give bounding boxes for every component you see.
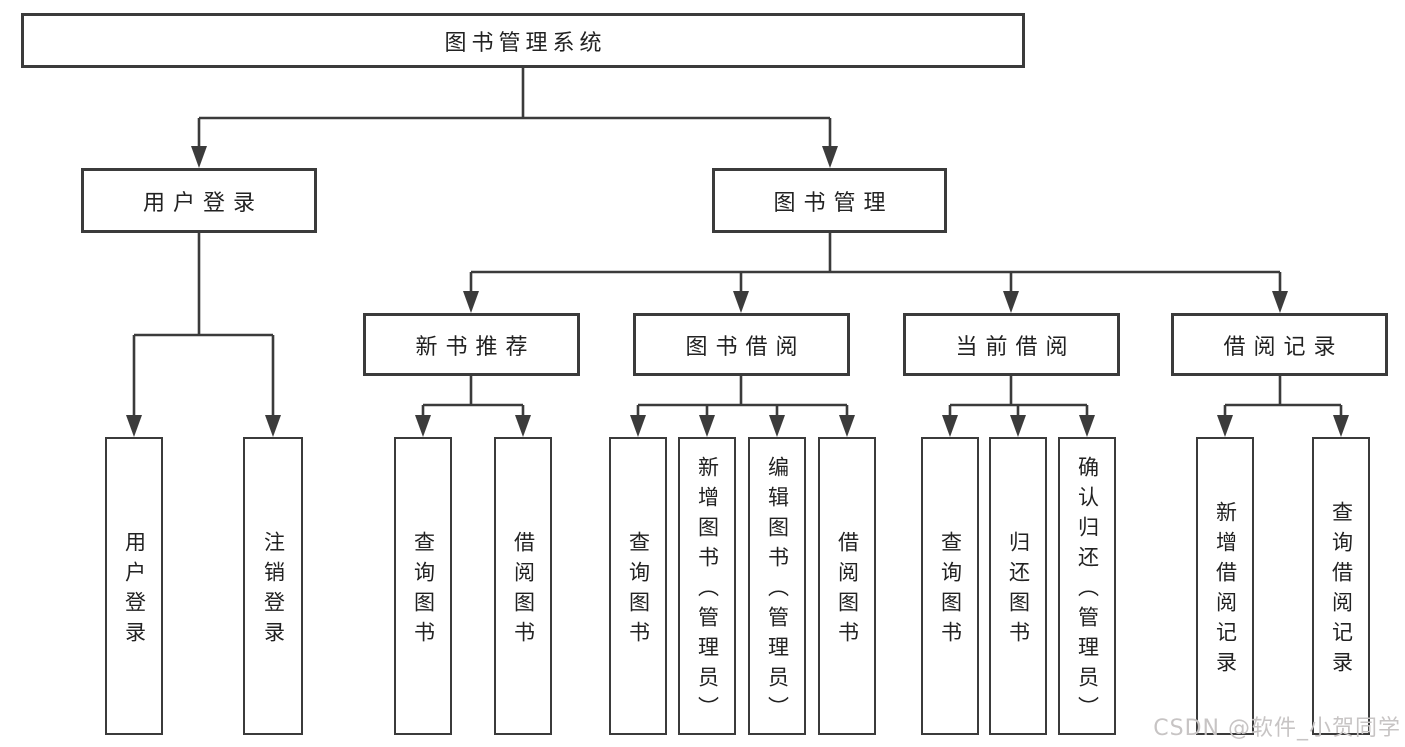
leaf-confirm-return-admin: 确认归还（管理员） — [1058, 437, 1116, 735]
leaf-query-borrow-record: 查询借阅记录 — [1312, 437, 1370, 735]
node-label: 用户登录 — [142, 190, 263, 216]
leaf-add-books-admin: 新增图书（管理员） — [678, 437, 736, 735]
node-label: 新增图书（管理员） — [695, 455, 720, 726]
node-label: 借阅记录 — [1223, 334, 1344, 360]
node-label: 查询借阅记录 — [1329, 500, 1354, 681]
node-label: 借阅图书 — [511, 530, 536, 651]
node-book-borrowing: 图书借阅 — [633, 313, 850, 376]
node-label: 查询图书 — [411, 530, 436, 651]
leaf-edit-books-admin: 编辑图书（管理员） — [748, 437, 806, 735]
node-library-system: 图书管理系统 — [21, 13, 1025, 68]
node-label: 新书推荐 — [415, 334, 536, 360]
node-label: 编辑图书（管理员） — [765, 455, 790, 726]
csdn-watermark: CSDN @软件_小贺同学 — [1153, 716, 1401, 741]
node-label: 查询图书 — [938, 530, 963, 651]
node-label: 查询图书 — [626, 530, 651, 651]
node-label: 新增借阅记录 — [1213, 500, 1238, 681]
leaf-user-login: 用户登录 — [105, 437, 163, 735]
node-current-borrowing: 当前借阅 — [903, 313, 1120, 376]
node-label: 借阅图书 — [835, 530, 860, 651]
node-label: 确认归还（管理员） — [1075, 455, 1100, 726]
node-label: 注销登录 — [261, 530, 286, 651]
node-label: 用户登录 — [122, 530, 147, 651]
leaf-query-books-current: 查询图书 — [921, 437, 979, 735]
node-label: 当前借阅 — [955, 334, 1076, 360]
node-label: 图书管理系统 — [444, 30, 607, 56]
leaf-add-borrow-record: 新增借阅记录 — [1196, 437, 1254, 735]
leaf-borrow-books-borrowing: 借阅图书 — [818, 437, 876, 735]
node-book-management: 图书管理 — [712, 168, 947, 233]
node-new-book-recommend: 新书推荐 — [363, 313, 580, 376]
leaf-return-books: 归还图书 — [989, 437, 1047, 735]
node-label: 图书借阅 — [685, 334, 806, 360]
node-label: 归还图书 — [1006, 530, 1031, 651]
leaf-query-books-borrowing: 查询图书 — [609, 437, 667, 735]
node-label: 图书管理 — [773, 190, 894, 216]
node-borrow-records: 借阅记录 — [1171, 313, 1388, 376]
node-user-login: 用户登录 — [81, 168, 317, 233]
leaf-query-books-recommend: 查询图书 — [394, 437, 452, 735]
leaf-borrow-books-recommend: 借阅图书 — [494, 437, 552, 735]
leaf-logout-login: 注销登录 — [243, 437, 303, 735]
